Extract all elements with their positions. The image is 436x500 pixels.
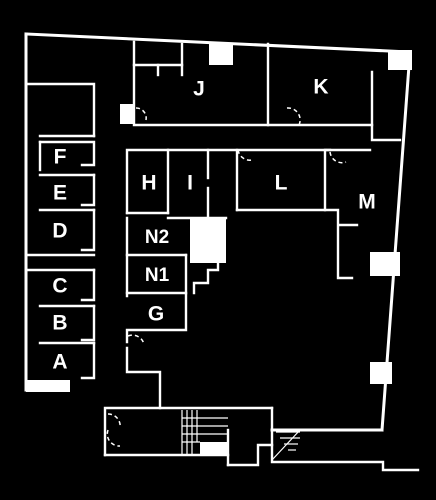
room-labels: J K F E D C B A H I L M N2 N1 G [52,76,375,374]
room-label-m: M [358,191,376,214]
room-label-k: K [313,76,328,99]
door-swings [106,107,347,447]
room-label-c: C [52,275,67,298]
room-label-i: I [187,172,193,195]
room-label-n2: N2 [145,227,169,248]
stair-steps [181,410,301,461]
structural-columns [26,43,412,456]
room-label-a: A [52,351,67,374]
room-label-l: L [275,172,288,195]
rooms-j-k-walls [132,40,402,142]
room-label-e: E [53,182,67,205]
room-label-d: D [52,220,67,243]
room-label-b: B [52,312,67,335]
center-rooms-walls [125,148,372,410]
room-label-j: J [193,78,205,101]
rooms-a-f-walls [24,82,96,380]
room-label-f: F [54,146,67,169]
room-label-n1: N1 [145,265,170,286]
stair-area [103,406,301,467]
room-label-h: H [141,172,156,195]
room-label-g: G [148,303,164,326]
